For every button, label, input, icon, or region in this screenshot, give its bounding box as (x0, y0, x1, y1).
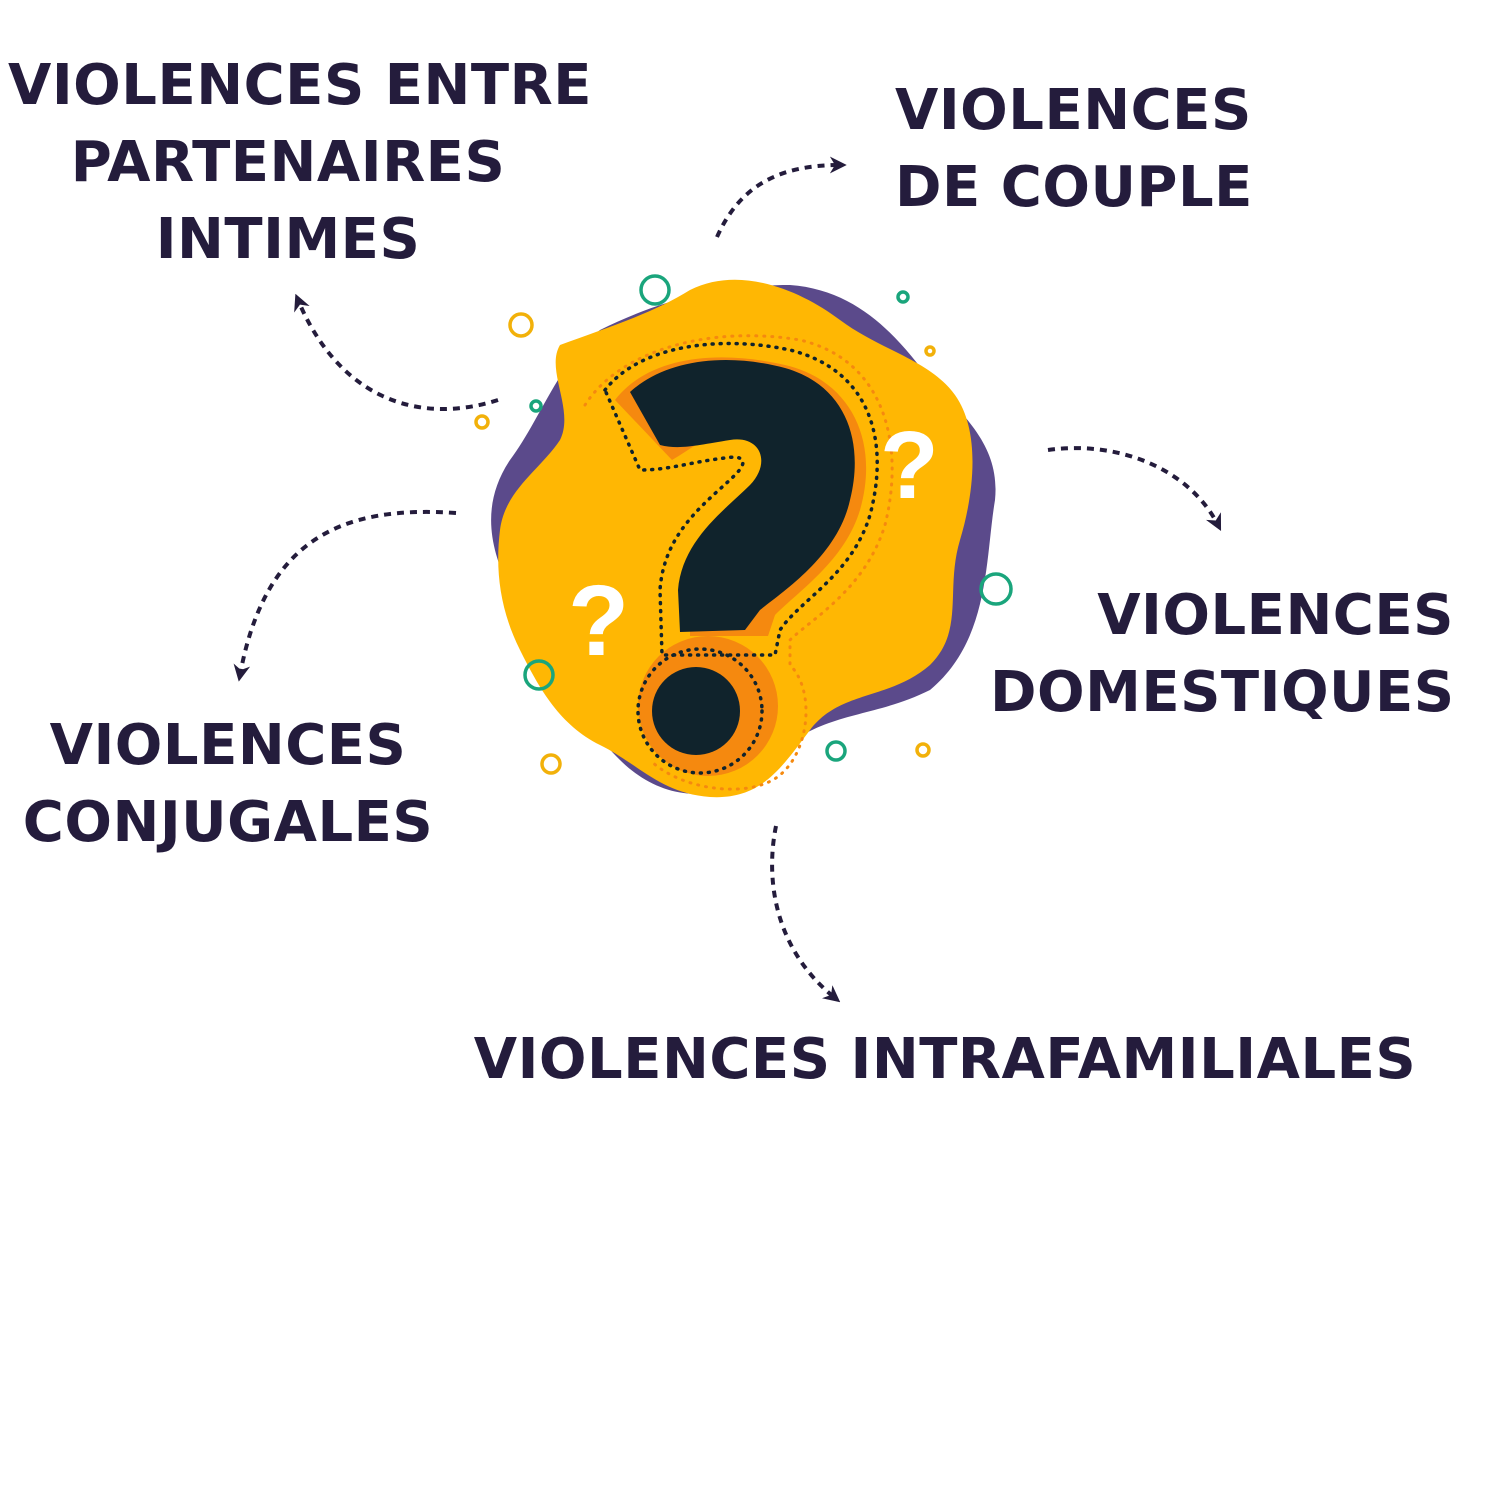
term-line: VIOLENCES (1097, 583, 1454, 648)
term-line: CONJUGALES (22, 790, 434, 855)
term-line: VIOLENCES ENTRE (8, 53, 592, 118)
arrow-to-left (233, 509, 457, 682)
decor-circle-icon (639, 274, 671, 306)
term-line: PARTENAIRES (70, 130, 506, 195)
decor-circle-icon (474, 414, 490, 430)
decor-circle-icon (523, 659, 555, 691)
term-line: VIOLENCES (49, 713, 407, 778)
decor-circle-icon (896, 290, 910, 304)
decor-circle-icon (915, 742, 931, 758)
term-bottom: VIOLENCES INTRAFAMILIALES (470, 1021, 1420, 1098)
term-line: VIOLENCES INTRAFAMILIALES (473, 1027, 1417, 1092)
question-dot-dotted-outline (636, 647, 764, 775)
decor-circle-icon (924, 345, 936, 357)
question-dotted-outline (602, 341, 879, 657)
question-mark-icon (630, 360, 855, 632)
decor-circle-icon (979, 572, 1013, 606)
arrow-to-top-right (715, 156, 847, 238)
decor-circle-icon (825, 740, 847, 762)
term-top-left: VIOLENCES ENTRE PARTENAIRES INTIMES (8, 47, 592, 278)
term-line: DOMESTIQUES (990, 660, 1455, 725)
decor-circle-icon (540, 753, 562, 775)
small-question-icon: ? (880, 412, 939, 519)
term-line: VIOLENCES (895, 78, 1252, 143)
decor-circle-icon (508, 312, 534, 338)
term-right: VIOLENCES DOMESTIQUES (990, 577, 1454, 731)
term-top-right: VIOLENCES DE COUPLE (895, 72, 1255, 226)
decor-circle-icon (529, 399, 543, 413)
arrow-to-bottom (770, 825, 841, 1003)
term-line: INTIMES (155, 207, 421, 272)
arrow-to-top-left (294, 293, 499, 412)
arrow-to-right (1047, 446, 1222, 531)
small-question-icon: ? (568, 565, 629, 677)
question-dot-icon (652, 667, 740, 755)
term-line: DE COUPLE (895, 155, 1253, 220)
term-left: VIOLENCES CONJUGALES (18, 707, 438, 861)
